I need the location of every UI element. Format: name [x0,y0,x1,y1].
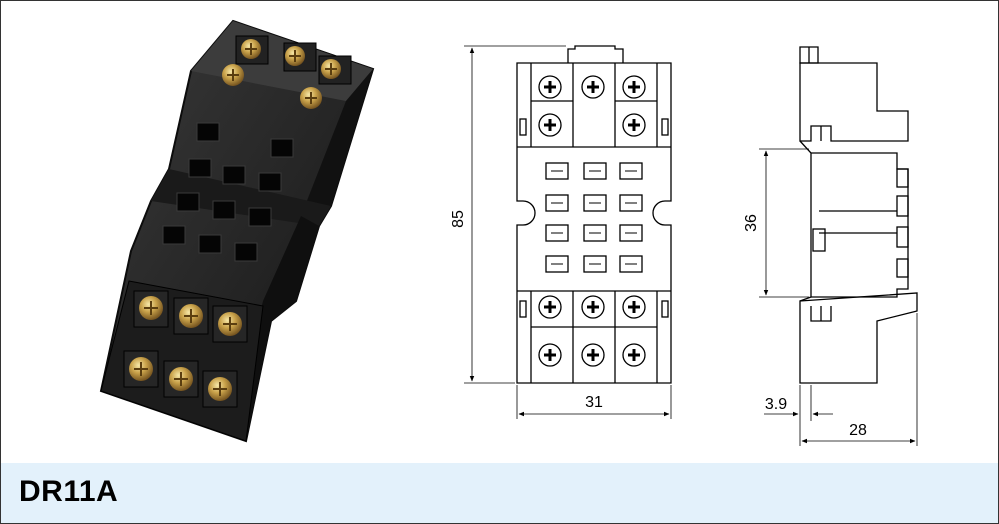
relay-socket-photo [99,19,375,443]
pin-slot-grid [545,162,643,273]
front-view-drawing [516,45,672,384]
technical-drawing: 85 31 36 3.9 28 [99,19,918,446]
model-name: DR11A [19,475,119,508]
height-dimension-label: 85 [450,210,467,228]
offset-dimension-label: 3.9 [765,396,787,413]
width-dimension-label: 31 [585,394,603,411]
pin-spacing-dimension-label: 36 [743,214,760,232]
model-footer-band [1,463,998,523]
front-dimension-lines [464,45,672,419]
pin-holes [162,122,294,262]
side-dimension-lines [759,148,918,446]
phillips-screw-icon [538,75,646,367]
depth-dimension-label: 28 [849,422,867,439]
side-view-drawing [799,46,918,384]
